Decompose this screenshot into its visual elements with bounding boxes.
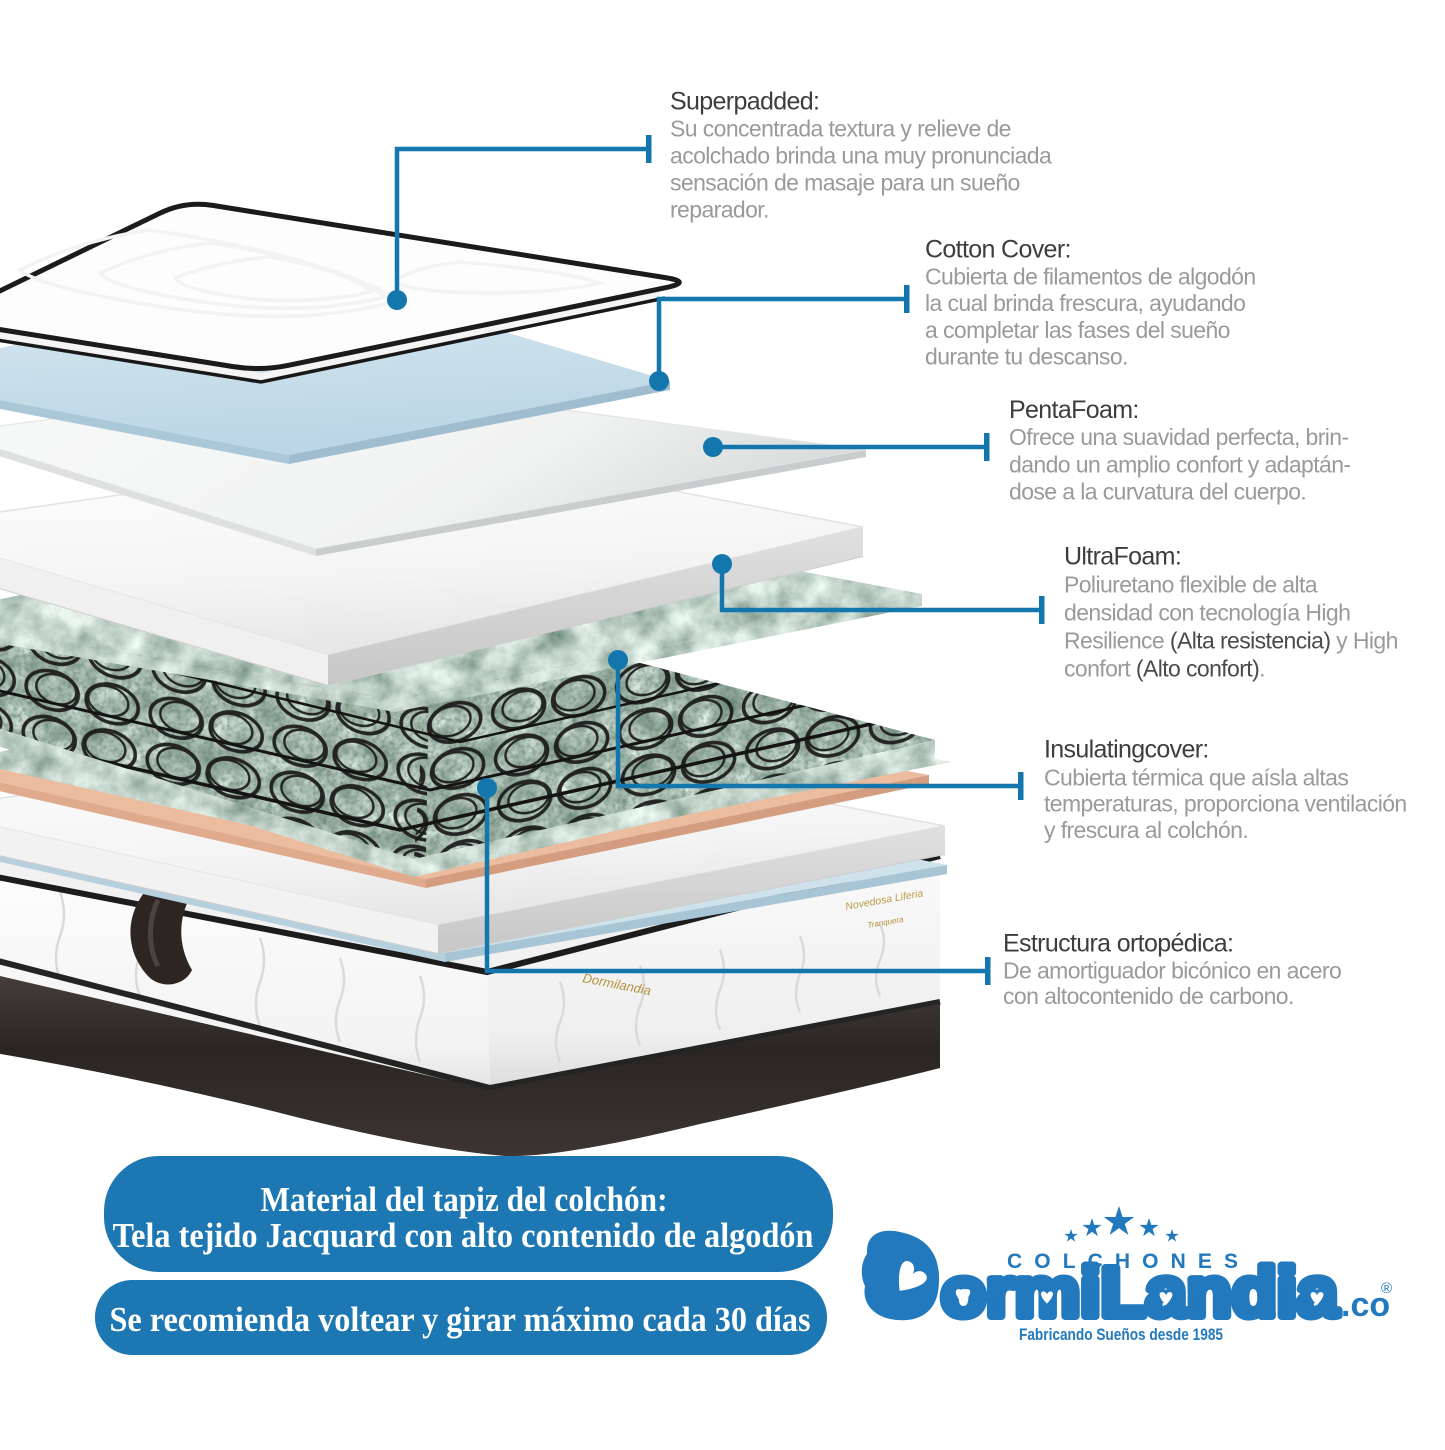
svg-text:®: ® — [1381, 1280, 1392, 1297]
svg-text:densidad con tecnología High: densidad con tecnología High — [1064, 599, 1350, 625]
svg-text:con altocontenido de carbono.: con altocontenido de carbono. — [1003, 983, 1294, 1009]
svg-text:De amortiguador bicónico en ac: De amortiguador bicónico en acero — [1003, 957, 1341, 983]
svg-text:confort (Alto confort).: confort (Alto confort). — [1064, 655, 1265, 681]
svg-text:Poliuretano flexible de alta: Poliuretano flexible de alta — [1064, 571, 1318, 597]
svg-text:Cubierta de filamentos de algo: Cubierta de filamentos de algodón — [925, 263, 1256, 289]
svg-text:Cotton Cover:: Cotton Cover: — [925, 236, 1071, 264]
svg-text:sensación de masaje para un su: sensación de masaje para un sueño — [670, 170, 1020, 196]
svg-text:durante tu descanso.: durante tu descanso. — [925, 344, 1128, 370]
svg-text:.co: .co — [1341, 1286, 1390, 1324]
svg-text:acolchado brinda una muy pronu: acolchado brinda una muy pronunciada — [670, 143, 1052, 169]
svg-text:Cubierta térmica que aísla alt: Cubierta térmica que aísla altas — [1044, 764, 1348, 790]
svg-text:dose a la curvatura del cuerpo: dose a la curvatura del cuerpo. — [1009, 479, 1306, 505]
svg-text:y frescura al colchón.: y frescura al colchón. — [1044, 817, 1248, 843]
svg-text:Material del tapiz del colchón: Material del tapiz del colchón: — [261, 1180, 668, 1219]
svg-text:PentaFoam:: PentaFoam: — [1009, 396, 1139, 424]
svg-text:Insulatingcover:: Insulatingcover: — [1044, 736, 1209, 764]
svg-text:Estructura ortopédica:: Estructura ortopédica: — [1003, 929, 1233, 957]
svg-text:ormiLandia: ormiLandia — [941, 1253, 1339, 1331]
svg-text:COLCHONES: COLCHONES — [1007, 1250, 1238, 1273]
svg-text:Tela tejido Jacquard con alto: Tela tejido Jacquard con alto contenido … — [113, 1216, 814, 1255]
svg-text:reparador.: reparador. — [670, 197, 769, 223]
svg-text:Se recomienda voltear y girar: Se recomienda voltear y girar máximo cad… — [110, 1300, 811, 1339]
svg-text:Ofrece una suavidad perfecta,: Ofrece una suavidad perfecta, brin- — [1009, 424, 1349, 450]
svg-text:Su concentrada textura y relie: Su concentrada textura y relieve de — [670, 116, 1011, 142]
svg-text:Superpadded:: Superpadded: — [670, 88, 819, 116]
svg-text:a completar las fases del sueñ: a completar las fases del sueño — [925, 317, 1230, 343]
svg-text:Fabricando Sueños desde 1985: Fabricando Sueños desde 1985 — [1019, 1325, 1223, 1344]
svg-text:UltraFoam:: UltraFoam: — [1064, 542, 1181, 570]
svg-text:dando un amplio confort y adap: dando un amplio confort y adaptán- — [1009, 451, 1350, 477]
svg-text:la cual brinda frescura, ayuda: la cual brinda frescura, ayudando — [925, 290, 1245, 316]
svg-text:Resilience (Alta resistencia): Resilience (Alta resistencia) y High — [1064, 627, 1398, 653]
svg-text:temperaturas, proporciona vent: temperaturas, proporciona ventilación — [1044, 791, 1407, 817]
